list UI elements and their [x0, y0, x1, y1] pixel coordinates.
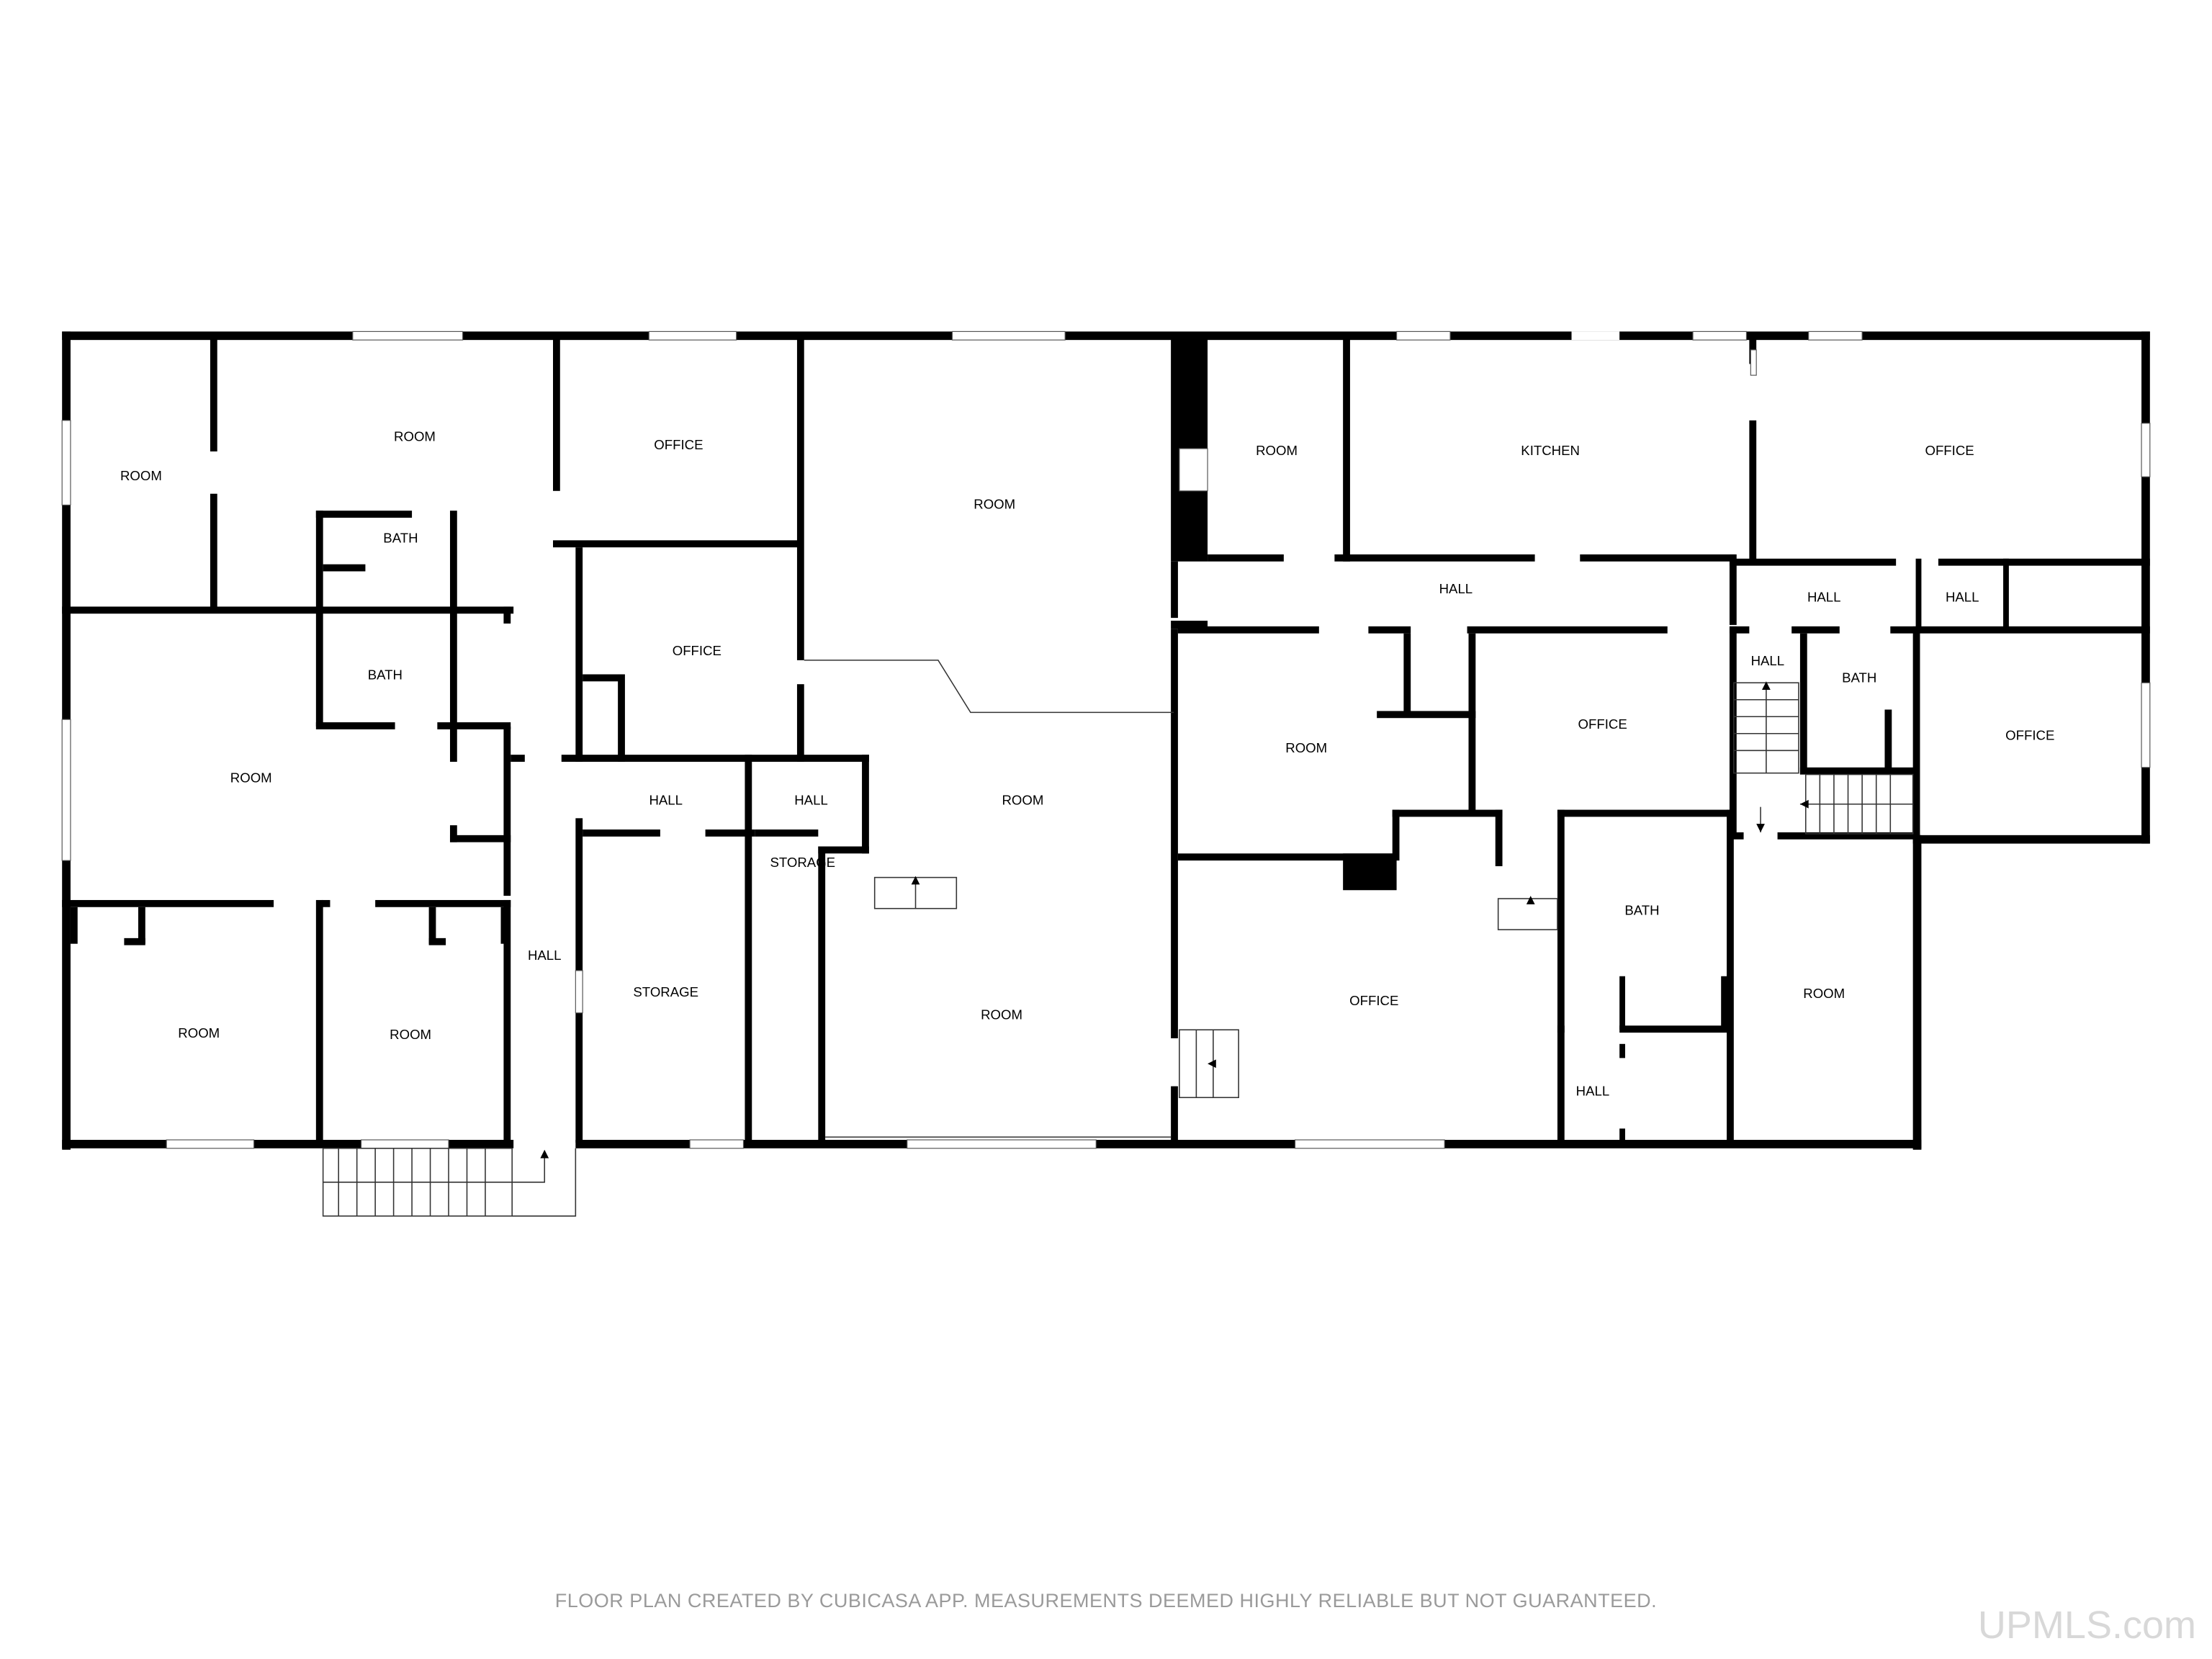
- room-label: HALL: [1946, 590, 1979, 605]
- room-label: OFFICE: [673, 643, 721, 658]
- room-label: HALL: [649, 793, 683, 808]
- room-label: ROOM: [1002, 793, 1043, 808]
- outer-walls: [62, 331, 2150, 1150]
- room-label: HALL: [1751, 653, 1785, 668]
- room-label: STORAGE: [770, 855, 835, 870]
- room-label: HALL: [528, 948, 562, 963]
- room-label: BATH: [383, 530, 418, 545]
- room-label: OFFICE: [1578, 716, 1627, 732]
- room-label: STORAGE: [633, 984, 698, 999]
- room-label: OFFICE: [2005, 728, 2054, 743]
- room-label: BATH: [368, 667, 403, 682]
- room-label: HALL: [794, 793, 828, 808]
- room-label: ROOM: [1256, 443, 1298, 458]
- room-label: ROOM: [120, 468, 162, 483]
- room-label: ROOM: [230, 770, 272, 785]
- room-labels: ROOM ROOM BATH OFFICE OFFICE ROOM BATH R…: [120, 428, 2054, 1098]
- interior-walls: [62, 336, 2150, 1143]
- room-label: HALL: [1807, 590, 1841, 605]
- room-label: BATH: [1624, 903, 1659, 918]
- brand-watermark: UPMLS.com: [1977, 1604, 2196, 1647]
- stairs: [322, 660, 1914, 1217]
- windows: [61, 331, 2151, 1149]
- room-label: BATH: [1842, 670, 1876, 685]
- disclaimer-text: FLOOR PLAN CREATED BY CUBICASA APP. MEAS…: [554, 1590, 1658, 1611]
- room-label: ROOM: [981, 1007, 1022, 1022]
- room-label: ROOM: [390, 1027, 431, 1042]
- room-label: HALL: [1439, 581, 1473, 596]
- room-label: OFFICE: [1925, 443, 1974, 458]
- room-label: KITCHEN: [1521, 443, 1580, 458]
- room-label: ROOM: [394, 428, 436, 444]
- room-label: OFFICE: [1349, 993, 1398, 1008]
- room-label: HALL: [1576, 1083, 1610, 1098]
- room-label: OFFICE: [654, 437, 703, 452]
- room-label: ROOM: [1803, 986, 1845, 1001]
- room-label: ROOM: [974, 496, 1015, 511]
- room-label: ROOM: [1285, 740, 1327, 755]
- room-label: ROOM: [178, 1025, 220, 1040]
